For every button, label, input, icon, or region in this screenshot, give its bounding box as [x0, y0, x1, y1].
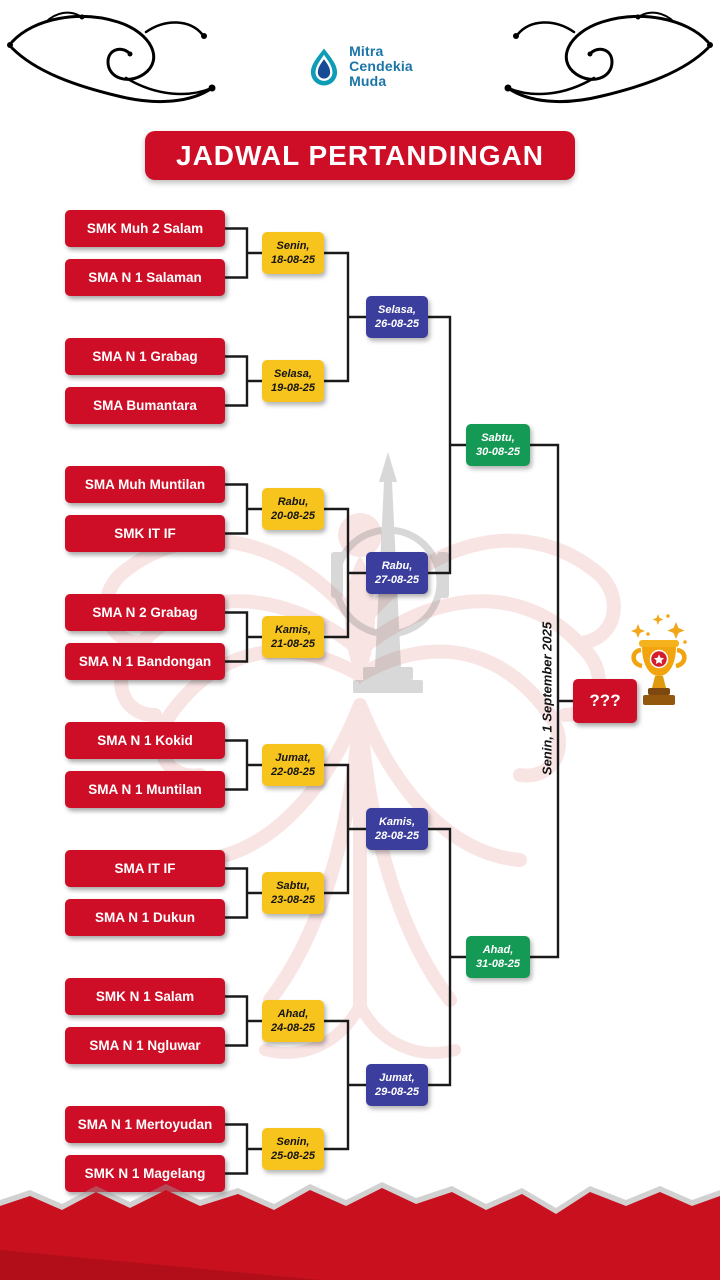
match-date: 21-08-25	[270, 638, 316, 650]
team-name: SMA N 1 Muntilan	[88, 782, 202, 797]
team-box: SMA Bumantara	[65, 387, 225, 424]
team-box: SMK IT IF	[65, 515, 225, 552]
round2-date-box: Kamis, 28-08-25	[366, 808, 428, 850]
match-date: 27-08-25	[374, 574, 420, 586]
match-day: Jumat,	[275, 751, 311, 764]
team-box: SMA N 1 Mertoyudan	[65, 1106, 225, 1143]
match-date: 22-08-25	[270, 766, 316, 778]
logo-line-3: Muda	[349, 73, 387, 90]
logo-line-2: Cendekia	[349, 58, 413, 75]
team-box: SMA N 1 Dukun	[65, 899, 225, 936]
team-name: SMK Muh 2 Salam	[86, 221, 204, 236]
final-date-label: Senin, 1 September 2025	[539, 621, 555, 776]
round1-date-box: Rabu, 20-08-25	[262, 488, 324, 530]
team-name: SMA N 1 Ngluwar	[89, 1038, 201, 1053]
trophy-icon	[631, 614, 687, 705]
team-name: SMA N 1 Mertoyudan	[77, 1117, 213, 1132]
team-name: SMK N 1 Salam	[95, 989, 195, 1004]
logo-text: Mitra Cendekia Muda	[349, 43, 413, 90]
round1-date-box: Selasa, 19-08-25	[262, 360, 324, 402]
match-day: Rabu,	[277, 495, 309, 508]
match-day: Sabtu,	[481, 431, 515, 444]
team-box: SMK N 1 Salam	[65, 978, 225, 1015]
match-date: 18-08-25	[270, 254, 316, 266]
match-day: Senin,	[276, 239, 310, 252]
match-date: 30-08-25	[475, 446, 521, 458]
match-date: 20-08-25	[270, 510, 316, 522]
team-box: SMA N 1 Muntilan	[65, 771, 225, 808]
match-date: 23-08-25	[270, 894, 316, 906]
team-box: SMA Muh Muntilan	[65, 466, 225, 503]
match-day: Ahad,	[482, 943, 514, 956]
round3-date-box: Sabtu, 30-08-25	[466, 424, 530, 466]
team-name: SMA N 1 Salaman	[88, 270, 202, 285]
match-day: Sabtu,	[276, 879, 310, 892]
round1-date-box: Senin, 25-08-25	[262, 1128, 324, 1170]
team-name: SMA Bumantara	[93, 398, 197, 413]
match-day: Jumat,	[379, 1071, 415, 1084]
logo: Mitra Cendekia Muda	[0, 43, 720, 90]
team-box: SMK N 1 Magelang	[65, 1155, 225, 1192]
round2-date-box: Jumat, 29-08-25	[366, 1064, 428, 1106]
team-box: SMA N 1 Salaman	[65, 259, 225, 296]
champion-box: ???	[573, 679, 637, 723]
team-name: SMA N 1 Dukun	[94, 910, 195, 925]
match-date: 29-08-25	[374, 1086, 420, 1098]
match-date: 31-08-25	[475, 958, 521, 970]
torn-paper-edge	[0, 1182, 720, 1280]
match-date: 25-08-25	[270, 1150, 316, 1162]
round1-date-box: Ahad, 24-08-25	[262, 1000, 324, 1042]
team-name: SMA N 1 Bandongan	[78, 654, 212, 669]
team-name: SMK IT IF	[114, 526, 176, 541]
round1-date-box: Senin, 18-08-25	[262, 232, 324, 274]
team-box: SMA N 1 Grabag	[65, 338, 225, 375]
match-day: Rabu,	[381, 559, 413, 572]
round1-date-box: Jumat, 22-08-25	[262, 744, 324, 786]
match-day: Kamis,	[378, 815, 416, 828]
team-name: SMA IT IF	[114, 861, 176, 876]
team-name: SMA N 1 Grabag	[92, 349, 198, 364]
page-title: JADWAL PERTANDINGAN	[176, 139, 544, 171]
logo-line-1: Mitra	[349, 43, 384, 59]
match-day: Selasa,	[378, 303, 416, 316]
logo-drop-icon	[310, 48, 338, 86]
team-name: SMA Muh Muntilan	[84, 477, 206, 492]
match-date: 28-08-25	[374, 830, 420, 842]
team-name: SMA N 1 Kokid	[97, 733, 193, 748]
match-date: 26-08-25	[374, 318, 420, 330]
team-box: SMA N 1 Kokid	[65, 722, 225, 759]
champion-placeholder: ???	[589, 691, 621, 710]
team-box: SMK Muh 2 Salam	[65, 210, 225, 247]
team-box: SMA IT IF	[65, 850, 225, 887]
team-box: SMA N 1 Bandongan	[65, 643, 225, 680]
team-name: SMK N 1 Magelang	[84, 1166, 206, 1181]
match-day: Ahad,	[277, 1007, 309, 1020]
round2-date-box: Rabu, 27-08-25	[366, 552, 428, 594]
title-banner: JADWAL PERTANDINGAN	[145, 131, 575, 180]
match-day: Kamis,	[274, 623, 312, 636]
team-name: SMA N 2 Grabag	[92, 605, 198, 620]
team-box: SMA N 2 Grabag	[65, 594, 225, 631]
round1-date-box: Sabtu, 23-08-25	[262, 872, 324, 914]
match-day: Selasa,	[274, 367, 312, 380]
round2-date-box: Selasa, 26-08-25	[366, 296, 428, 338]
round1-date-box: Kamis, 21-08-25	[262, 616, 324, 658]
match-day: Senin,	[276, 1135, 310, 1148]
team-box: SMA N 1 Ngluwar	[65, 1027, 225, 1064]
match-date: 24-08-25	[270, 1022, 316, 1034]
round3-date-box: Ahad, 31-08-25	[466, 936, 530, 978]
match-date: 19-08-25	[270, 382, 316, 394]
